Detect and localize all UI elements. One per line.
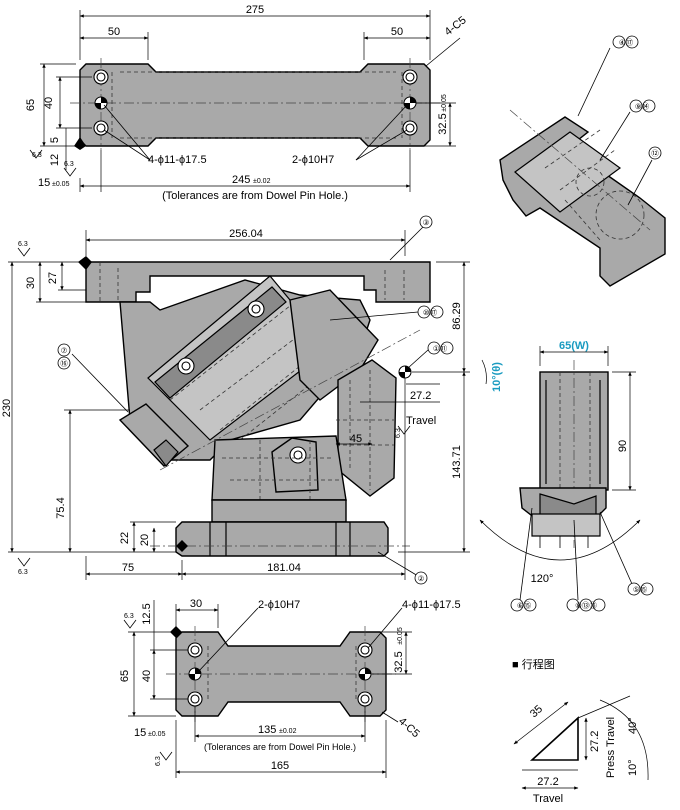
stroke-press-travel: Press Travel [605,717,617,778]
balloon-3: ③ [423,218,430,227]
front-view: 256.04 230 30 27 86.29 143.71 75.4 22 20… [1,215,503,585]
bottom-hole-callout: 4-ϕ11-ϕ17.5 [402,599,461,611]
dim-65w: 65(W) [559,340,589,352]
dim-15-top: 15 [38,177,50,189]
tol-note-top: (Tolerances are from Dowel Pin Hole.) [162,190,348,202]
dim-32-5-top: 32.5 [437,113,449,134]
balloon-2: ② [418,574,425,583]
balloon-16: ⑯ [60,359,68,368]
roughness-bottom-1: 6.3 [124,613,134,620]
dim-20: 20 [139,534,151,546]
top-plate-outline [79,63,431,147]
dim-275: 275 [246,4,264,16]
dim-50-right: 50 [391,26,403,38]
roughness-bottom-2: 6.3 [155,756,162,766]
dim-5: 5 [49,137,61,143]
chamfer-top: 4-C5 [442,14,468,38]
dim-256: 256.04 [229,228,263,240]
stroke-travel: Travel [533,793,563,805]
roughness-front-3: 6.3 [395,428,402,438]
bottom-pin-callout: 2-ϕ10H7 [258,599,300,611]
roughness-top-2: 6.3 [64,161,74,168]
bottom-chamfer: 4-C5 [396,715,422,740]
balloon-8-13-16: ⑧⑬⑯ [575,601,597,610]
stroke-dim-35: 35 [528,703,545,720]
balloon-12: ⑫ [651,149,659,158]
bottom-dim-135: 135 [258,724,276,736]
balloon-6-15: ⑥⑮ [517,601,532,610]
dim-40-top: 40 [43,97,55,109]
bottom-dim-30: 30 [190,598,202,610]
hole-callout-top: 4-ϕ11-ϕ17.5 [148,154,207,166]
dim-245-tol: ±0.02 [253,178,271,185]
bottom-dim-135-tol: ±0.02 [279,728,297,735]
dim-30-side: 30 [25,277,37,289]
dim-65-top: 65 [25,99,37,111]
balloon-5-15: ⑤⑮ [633,585,648,594]
bottom-dim-15: 15 [134,727,146,739]
travel-27-2: 27.2 [410,390,431,402]
dim-32-5-tol-top: ±0.05 [441,94,448,112]
dim-22: 22 [119,532,131,544]
dim-12: 12 [49,154,61,166]
roughness-front-1: 6.3 [18,241,28,248]
pin-callout-top: 2-ϕ10H7 [292,154,334,166]
balloon-4-17: ④⑰ [619,38,634,47]
balloon-1-11: ①⑪ [433,344,448,353]
side-foot [531,513,601,537]
dim-50-left: 50 [108,26,120,38]
stroke-dim-27-2-vert: 27.2 [589,731,601,752]
bottom-view-base-plate: 30 12.5 65 40 2-ϕ10H7 4-ϕ11-ϕ17.5 32.5 ±… [119,598,461,778]
dim-143: 143.71 [451,445,463,479]
dim-230: 230 [1,399,13,417]
dim-15-tol-top: ±0.05 [52,181,70,188]
stroke-angle-10: 10° [627,759,639,776]
dim-75: 75 [122,562,134,574]
dim-245: 245 [232,174,250,186]
base-plate-front [175,521,389,557]
stroke-dim-27-2-horiz: 27.2 [537,776,558,788]
dim-90: 90 [617,440,629,452]
bottom-dim-65: 65 [119,670,131,682]
dim-181: 181.04 [267,562,301,574]
bottom-dim-40: 40 [141,670,153,682]
dim-45: 45 [350,433,362,445]
travel-word: Travel [406,415,436,427]
dim-27-side: 27 [47,272,59,284]
stroke-legend: ■ 行程图 [512,658,555,671]
balloon-7: ⑦ [61,346,68,355]
angle-120: 120° [531,573,554,585]
right-block [337,359,397,497]
roughness-top-1: 6.3 [32,152,42,159]
angle-theta: 10°(θ) [491,362,503,392]
dim-75-4: 75.4 [55,497,67,518]
bottom-dim-165: 165 [271,760,289,772]
stroke-diagram: ■ 行程图 35 27.2 Press Travel 27.2 Travel 4… [512,658,649,805]
top-view-base-plate: 275 50 50 4-C5 65 40 12 5 32.5 ±0.05 245… [25,4,469,202]
lower-column [211,499,347,523]
bottom-tol-note: (Tolerances are from Dowel Pin Hole.) [204,742,356,752]
bottom-dim-15-tol: ±0.05 [148,731,166,738]
bottom-dim-12-5: 12.5 [141,603,153,624]
bottom-dim-32-5-tol: ±0.05 [397,627,404,645]
roughness-front-2: 6.3 [18,569,28,576]
stroke-angle-40: 40° [627,717,639,734]
balloon-9-14: ⑨⑭ [635,102,650,111]
bottom-dim-32-5: 32.5 [393,651,405,672]
iso-view-top-right: ④⑰ ⑨⑭ ⑫ [499,35,666,287]
pin-lug [271,437,319,493]
right-side-view: 65(W) 90 120° ⑥⑮ ⑧⑬⑯ ⑤⑮ [479,340,654,612]
balloon-10-17: ⑩⑰ [423,308,438,317]
dim-86: 86.29 [451,302,463,330]
